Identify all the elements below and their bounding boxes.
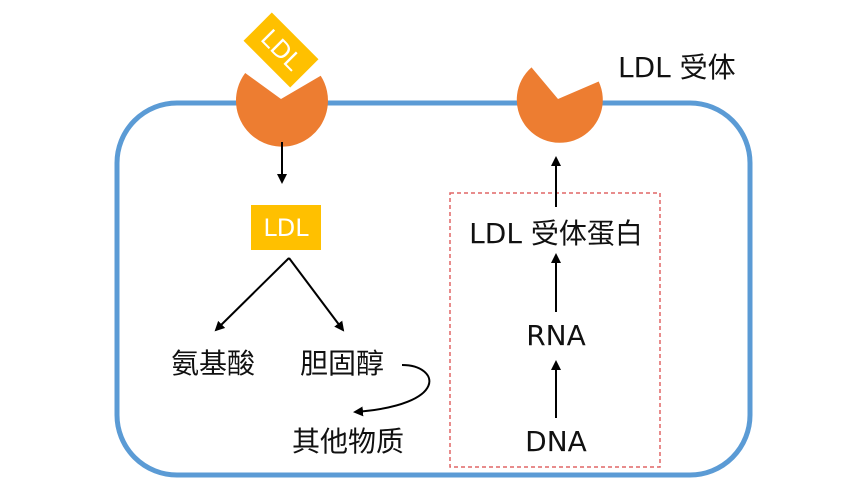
cell-membrane — [114, 100, 753, 478]
ldl-receptor-label: LDL 受体 — [618, 51, 736, 84]
other-substances-label: 其他物质 — [292, 425, 404, 458]
arrow-ldl-to-cholesterol — [288, 257, 345, 332]
ldl-internal-label: LDL — [263, 214, 309, 242]
ldl-receptor-free — [516, 67, 603, 143]
rna-label: RNA — [526, 319, 586, 352]
amino-acid-label: 氨基酸 — [171, 347, 255, 380]
arrow-cholesterol-to-other — [353, 364, 431, 417]
dna-label: DNA — [525, 425, 587, 458]
arrow-ldl-to-amino-acid — [214, 257, 290, 332]
receptor-protein-label: LDL 受体蛋白 — [469, 217, 643, 250]
cholesterol-label: 胆固醇 — [300, 347, 384, 380]
ldl-receptor-bound — [235, 73, 328, 147]
ldl-internal-box — [251, 205, 321, 250]
ldl-particle-bound: LDL — [243, 12, 319, 88]
